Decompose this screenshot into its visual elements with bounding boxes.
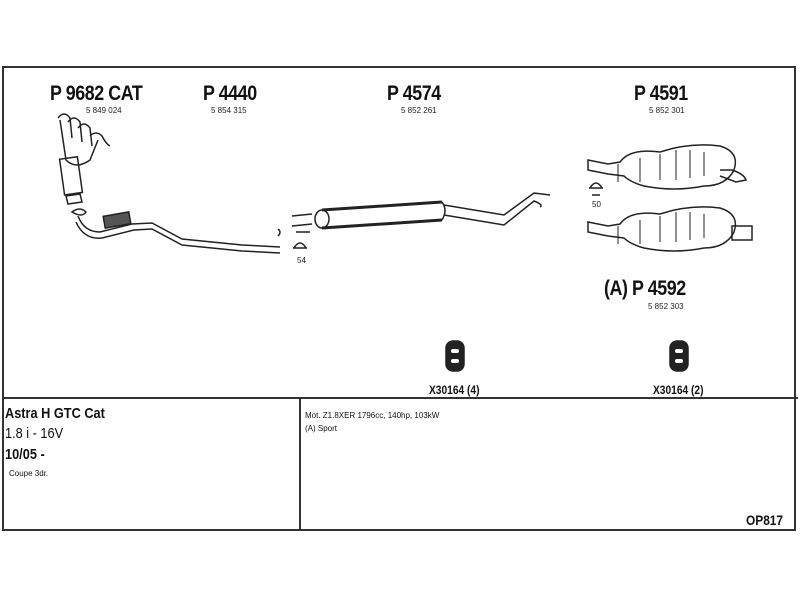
front-pipe-drawing <box>70 208 281 254</box>
manifold-catalyst-drawing <box>57 113 111 205</box>
part-number-sport-label: (A) P 4592 <box>604 277 686 300</box>
part-number-middle-silencer: P 4574 <box>387 82 441 105</box>
clamp-size-54: 54 <box>297 256 306 265</box>
info-divider <box>299 397 301 531</box>
vehicle-engine: 1.8 i - 16V <box>5 425 64 442</box>
part-number-rear-silencer: P 4591 <box>634 82 688 105</box>
part-ref-sport-silencer: 5 852 303 <box>648 302 684 311</box>
motor-note: Mot. Z1.8XER 1796cc, 140hp, 103kW <box>305 411 440 420</box>
part-ref-catalyst: 5 849 024 <box>86 106 122 115</box>
part-number-sport-silencer: (A) P 4592 <box>604 277 686 301</box>
vehicle-date: 10/05 - <box>5 446 45 463</box>
middle-silencer-drawing <box>291 192 551 233</box>
clamp-icon <box>293 182 603 249</box>
rear-silencer-drawing <box>587 144 753 252</box>
vehicle-model: Astra H GTC Cat <box>5 405 105 422</box>
vehicle-body: Coupe 3dr. <box>9 469 49 478</box>
part-number-catalyst: P 9682 CAT <box>50 82 143 105</box>
hanger-label-1: X30164 (4) <box>429 383 480 397</box>
rubber-hanger-icon <box>445 340 689 372</box>
part-ref-middle-silencer: 5 852 261 <box>401 106 437 115</box>
diagram-frame <box>2 66 796 531</box>
section-divider <box>2 397 798 399</box>
part-ref-rear-silencer: 5 852 301 <box>649 106 685 115</box>
diagram-code: OP817 <box>746 512 784 528</box>
clamp-size-50: 50 <box>592 200 601 209</box>
exhaust-drawing <box>57 113 753 372</box>
part-ref-front-pipe: 5 854 315 <box>211 106 247 115</box>
part-number-front-pipe: P 4440 <box>203 82 257 105</box>
hanger-label-2: X30164 (2) <box>653 383 704 397</box>
variant-note: (A) Sport <box>305 424 338 433</box>
